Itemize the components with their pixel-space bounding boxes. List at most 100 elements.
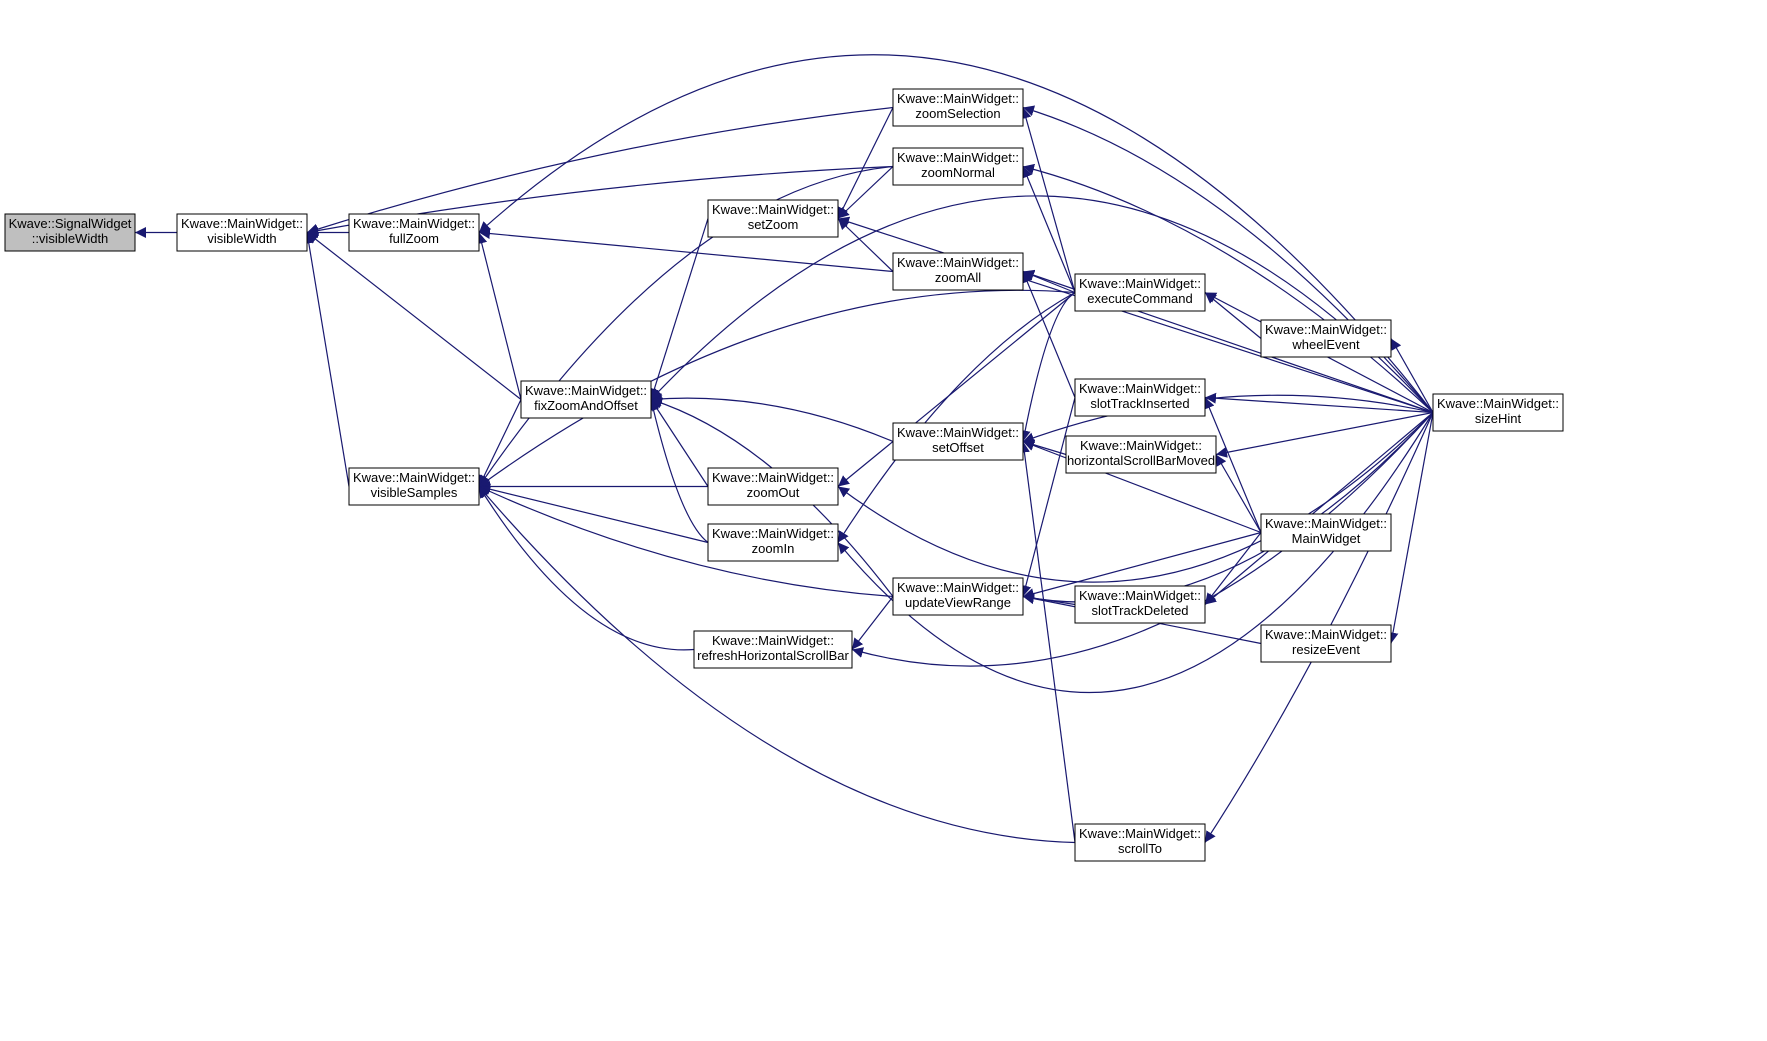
node-updateviewrange[interactable]: Kwave::MainWidget::updateViewRange	[892, 577, 1024, 616]
edge-setoffset-to-fixzoomandoffset	[650, 393, 894, 443]
node-visiblesamples[interactable]: Kwave::MainWidget::visibleSamples	[348, 467, 480, 506]
node-label-line2: slotTrackInserted	[1090, 396, 1189, 411]
edge-executecommand-to-zoomin	[837, 291, 1076, 543]
edge-sizehint-to-wheelevent	[1390, 338, 1434, 413]
node-box[interactable]	[1260, 513, 1392, 552]
edge-zoomall-to-fullzoom	[478, 228, 894, 273]
node-slottrackdeleted[interactable]: Kwave::MainWidget::slotTrackDeleted	[1074, 585, 1206, 624]
node-box[interactable]	[892, 88, 1024, 127]
node-box[interactable]	[348, 213, 480, 252]
node-label-line1: Kwave::MainWidget::	[181, 216, 303, 231]
node-label-line1: Kwave::MainWidget::	[353, 470, 475, 485]
node-box[interactable]	[4, 213, 136, 252]
node-label-line1: Kwave::SignalWidget	[9, 216, 132, 231]
node-setoffset[interactable]: Kwave::MainWidget::setOffset	[892, 422, 1024, 461]
edge-slottrackinserted-to-zoomall	[1022, 271, 1076, 398]
node-zoomout[interactable]: Kwave::MainWidget::zoomOut	[707, 467, 839, 506]
node-label-line2: slotTrackDeleted	[1091, 603, 1188, 618]
node-box[interactable]	[1074, 273, 1206, 312]
node-label-line2: wheelEvent	[1291, 337, 1360, 352]
node-fullzoom[interactable]: Kwave::MainWidget::fullZoom	[348, 213, 480, 252]
node-label-line1: Kwave::MainWidget::	[1437, 396, 1559, 411]
node-box[interactable]	[707, 523, 839, 562]
node-label-line1: Kwave::MainWidget::	[1079, 826, 1201, 841]
node-refreshhorizontalscrollbar[interactable]: Kwave::MainWidget::refreshHorizontalScro…	[693, 630, 853, 669]
node-box[interactable]	[892, 147, 1024, 186]
node-box[interactable]	[1074, 823, 1206, 862]
node-box[interactable]	[707, 199, 839, 238]
node-box[interactable]	[1260, 624, 1392, 663]
node-label-line1: Kwave::MainWidget::	[712, 633, 834, 648]
node-executecommand[interactable]: Kwave::MainWidget::executeCommand	[1074, 273, 1206, 312]
edge-sizehint-to-fixzoomandoffset	[650, 195, 1434, 413]
node-box[interactable]	[348, 467, 480, 506]
node-visiblewidth[interactable]: Kwave::MainWidget::visibleWidth	[176, 213, 308, 252]
edge-mainwidget-to-slottrackdeleted	[1204, 532, 1262, 605]
node-box[interactable]	[1074, 585, 1206, 624]
node-box[interactable]	[176, 213, 308, 252]
node-box[interactable]	[1065, 435, 1217, 474]
edge-executecommand-to-setoffset	[1019, 291, 1076, 442]
edge-fixzoomandoffset-to-visiblewidth	[306, 232, 522, 400]
edge-updateviewrange-to-visiblesamples	[478, 485, 894, 598]
edge-scrollto-to-setoffset	[1018, 441, 1076, 843]
node-label-line2: visibleWidth	[207, 231, 276, 246]
edge-fixzoomandoffset-to-fullzoom	[476, 232, 522, 400]
node-zoomnormal[interactable]: Kwave::MainWidget::zoomNormal	[892, 147, 1024, 186]
node-label-line1: Kwave::MainWidget::	[525, 383, 647, 398]
node-setzoom[interactable]: Kwave::MainWidget::setZoom	[707, 199, 839, 238]
node-zoomin[interactable]: Kwave::MainWidget::zoomIn	[707, 523, 839, 562]
node-label-line2: zoomAll	[935, 270, 981, 285]
node-horizontalscrollbarmoved[interactable]: Kwave::MainWidget::horizontalScrollBarMo…	[1065, 435, 1217, 474]
node-signal-visiblewidth[interactable]: Kwave::SignalWidget::visibleWidth	[4, 213, 136, 252]
edge-slottrackinserted-to-updateviewrange	[1020, 397, 1076, 597]
node-box[interactable]	[892, 422, 1024, 461]
node-mainwidget[interactable]: Kwave::MainWidget::MainWidget	[1260, 513, 1392, 552]
node-label-line2: ::visibleWidth	[32, 231, 109, 246]
node-label-line1: Kwave::MainWidget::	[712, 202, 834, 217]
node-fixzoomandoffset[interactable]: Kwave::MainWidget::fixZoomAndOffset	[520, 380, 652, 419]
edge-mainwidget-to-setoffset	[1022, 440, 1262, 534]
node-box[interactable]	[892, 577, 1024, 616]
node-label-line2: executeCommand	[1087, 291, 1193, 306]
edge-executecommand-to-zoomnormal	[1022, 166, 1076, 293]
edge-sizehint-to-setoffset	[1022, 394, 1434, 443]
node-box[interactable]	[707, 467, 839, 506]
node-label-line2: zoomOut	[747, 485, 800, 500]
node-label-line1: Kwave::MainWidget::	[897, 580, 1019, 595]
node-box[interactable]	[520, 380, 652, 419]
node-label-line2: zoomSelection	[915, 106, 1000, 121]
edge-mainwidget-to-horizontalscrollbarmoved	[1215, 454, 1262, 533]
node-box[interactable]	[892, 252, 1024, 291]
node-sizehint[interactable]: Kwave::MainWidget::sizeHint	[1432, 393, 1564, 432]
edge-sizehint-to-refreshhorizontalscrollbar	[851, 412, 1434, 667]
node-slottrackinserted[interactable]: Kwave::MainWidget::slotTrackInserted	[1074, 378, 1206, 417]
node-scrollto[interactable]: Kwave::MainWidget::scrollTo	[1074, 823, 1206, 862]
node-resizeevent[interactable]: Kwave::MainWidget::resizeEvent	[1260, 624, 1392, 663]
node-label-line1: Kwave::MainWidget::	[1080, 438, 1202, 453]
edge-visiblesamples-to-visiblewidth	[303, 232, 350, 487]
node-label-line1: Kwave::MainWidget::	[1079, 381, 1201, 396]
node-wheelevent[interactable]: Kwave::MainWidget::wheelEvent	[1260, 319, 1392, 358]
edge-sizehint-to-slottrackdeleted	[1204, 412, 1434, 605]
node-label-line2: zoomNormal	[921, 165, 995, 180]
node-label-line2: setZoom	[748, 217, 799, 232]
edge-updateviewrange-to-refreshhorizontalscrollbar	[851, 596, 894, 650]
node-label-line2: fixZoomAndOffset	[534, 398, 638, 413]
node-box[interactable]	[1260, 319, 1392, 358]
node-label-line1: Kwave::MainWidget::	[353, 216, 475, 231]
node-box[interactable]	[693, 630, 853, 669]
edge-layer	[135, 54, 1434, 844]
node-zoomselection[interactable]: Kwave::MainWidget::zoomSelection	[892, 88, 1024, 127]
edge-wheelevent-to-executecommand	[1204, 292, 1262, 339]
edge-mainwidget-to-updateviewrange	[1022, 531, 1262, 599]
node-zoomall[interactable]: Kwave::MainWidget::zoomAll	[892, 252, 1024, 291]
node-label-line2: setOffset	[932, 440, 984, 455]
edge-executecommand-to-zoomselection	[1020, 107, 1076, 293]
node-box[interactable]	[1074, 378, 1206, 417]
node-label-line1: Kwave::MainWidget::	[897, 425, 1019, 440]
edge-executecommand-to-zoomout	[837, 292, 1076, 487]
edge-sizehint-to-zoomout	[837, 412, 1434, 583]
node-box[interactable]	[1432, 393, 1564, 432]
